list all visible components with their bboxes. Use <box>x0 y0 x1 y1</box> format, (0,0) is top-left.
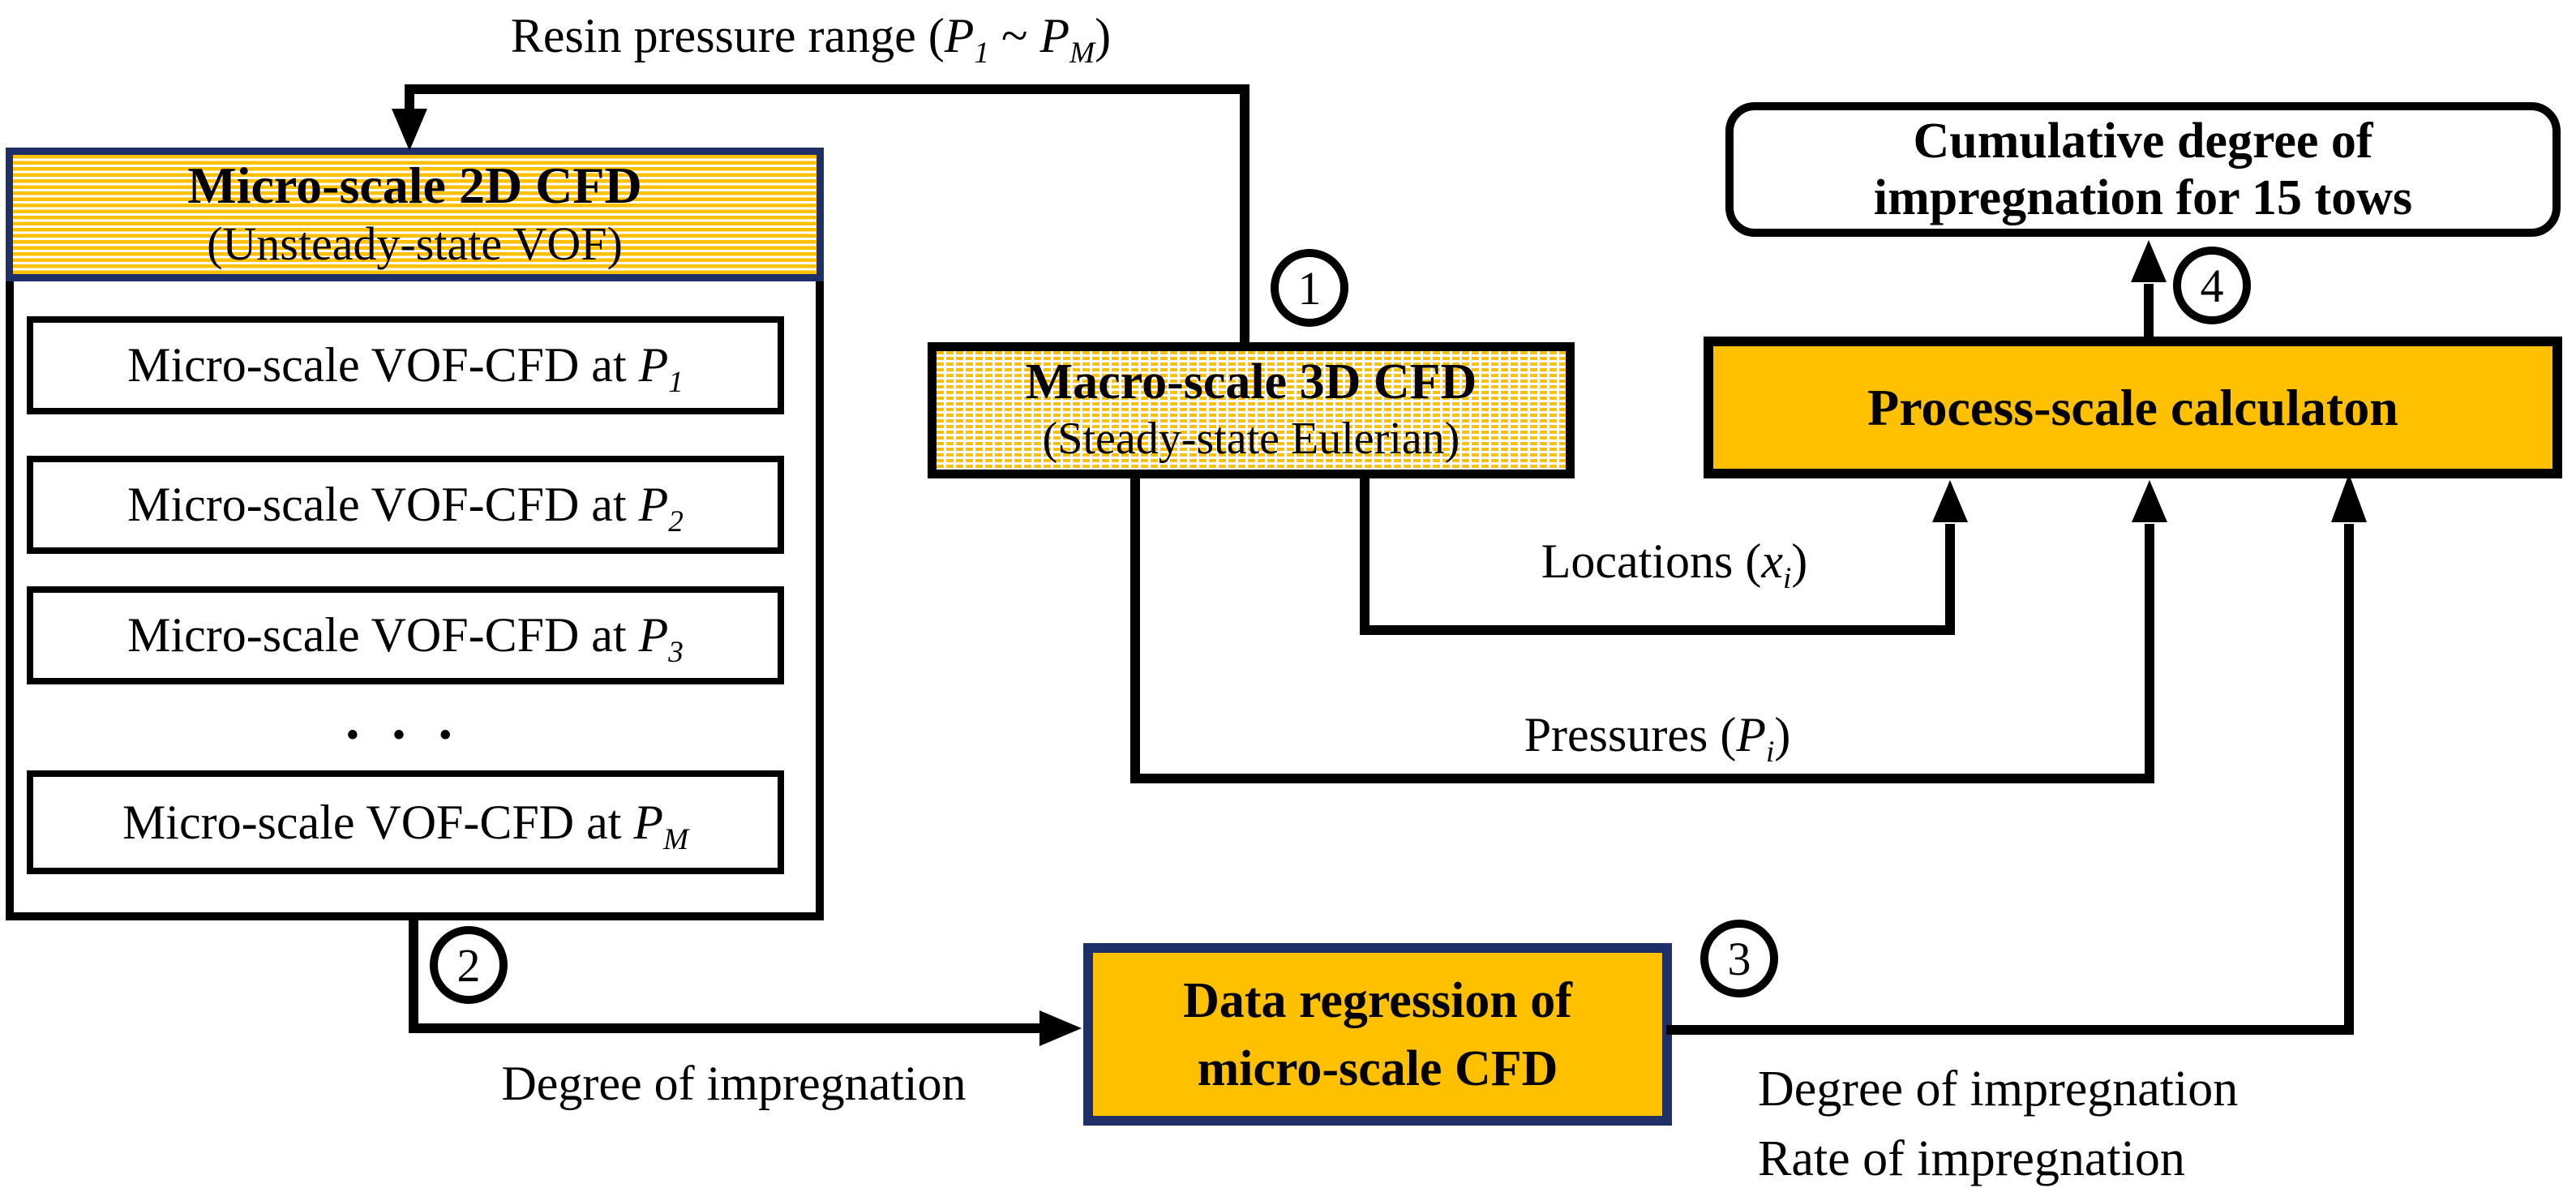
macro-scale-subtitle: (Steady-state Eulerian) <box>1042 414 1460 464</box>
micro-cfd-item-2: Micro-scale VOF-CFD at P2 <box>27 456 784 554</box>
micro-cfd-item-label: Micro-scale VOF-CFD at P3 <box>127 608 684 669</box>
micro-cfd-item-3: Micro-scale VOF-CFD at P3 <box>27 586 784 684</box>
step-circle-2: 2 <box>430 926 508 1004</box>
micro-cfd-ellipsis: • • • <box>346 717 465 754</box>
arrow-degree-to-regression <box>409 912 1082 1046</box>
arrow-pressures-to-process <box>1130 477 2167 783</box>
cumulative-line2: impregnation for 15 tows <box>1873 170 2413 225</box>
micro-cfd-item-label: Micro-scale VOF-CFD at P1 <box>127 338 684 399</box>
degree-of-impregnation-label: Degree of impregnation <box>501 1057 967 1110</box>
step-number: 1 <box>1297 261 1322 315</box>
arrow-process-to-cumulative <box>2131 240 2167 339</box>
data-regression-box: Data regression of micro-scale CFD <box>1083 943 1672 1126</box>
cumulative-line1: Cumulative degree of <box>1913 114 2373 169</box>
arrow-regression-to-process <box>1666 474 2367 1035</box>
step-number: 3 <box>1727 932 1751 985</box>
arrow-resin-pressure-range <box>392 84 1249 342</box>
regression-line2: micro-scale CFD <box>1197 1040 1558 1096</box>
cumulative-output-box: Cumulative degree of impregnation for 15… <box>1725 102 2561 237</box>
step-number: 4 <box>2200 259 2224 312</box>
output-rate-line: Rate of impregnation <box>1758 1131 2185 1186</box>
micro-cfd-item-1: Micro-scale VOF-CFD at P1 <box>27 316 784 414</box>
micro-scale-title: Micro-scale 2D CFD <box>187 156 642 214</box>
process-scale-box: Process-scale calculaton <box>1704 337 2562 478</box>
step-circle-4: 4 <box>2173 247 2251 324</box>
micro-cfd-item-M: Micro-scale VOF-CFD at PM <box>27 770 784 874</box>
macro-scale-title: Macro-scale 3D CFD <box>1025 354 1477 410</box>
arrow-locations-to-process <box>1360 477 1968 635</box>
micro-cfd-item-label: Micro-scale VOF-CFD at P2 <box>127 478 684 538</box>
pressures-label: Pressures (Pi) <box>1524 708 1791 769</box>
macro-scale-box: Macro-scale 3D CFD (Steady-state Euleria… <box>928 342 1575 478</box>
micro-scale-header-box: Micro-scale 2D CFD (Unsteady-state VOF) <box>6 148 824 281</box>
step-circle-3: 3 <box>1700 920 1778 997</box>
process-scale-title: Process-scale calculaton <box>1867 378 2398 436</box>
micro-cfd-item-label: Micro-scale VOF-CFD at PM <box>122 795 689 856</box>
locations-label: Locations (xi) <box>1541 534 1808 595</box>
step-circle-1: 1 <box>1271 249 1348 327</box>
output-degree-line: Degree of impregnation <box>1758 1062 2239 1117</box>
regression-outputs-label: Degree of impregnation Rate of impregnat… <box>1758 1054 2488 1194</box>
step-number: 2 <box>456 938 481 992</box>
micro-scale-subtitle: (Unsteady-state VOF) <box>207 217 623 270</box>
regression-line1: Data regression of <box>1183 972 1572 1028</box>
resin-pressure-range-label: Resin pressure range (P1 ~ PM) <box>510 9 1112 70</box>
